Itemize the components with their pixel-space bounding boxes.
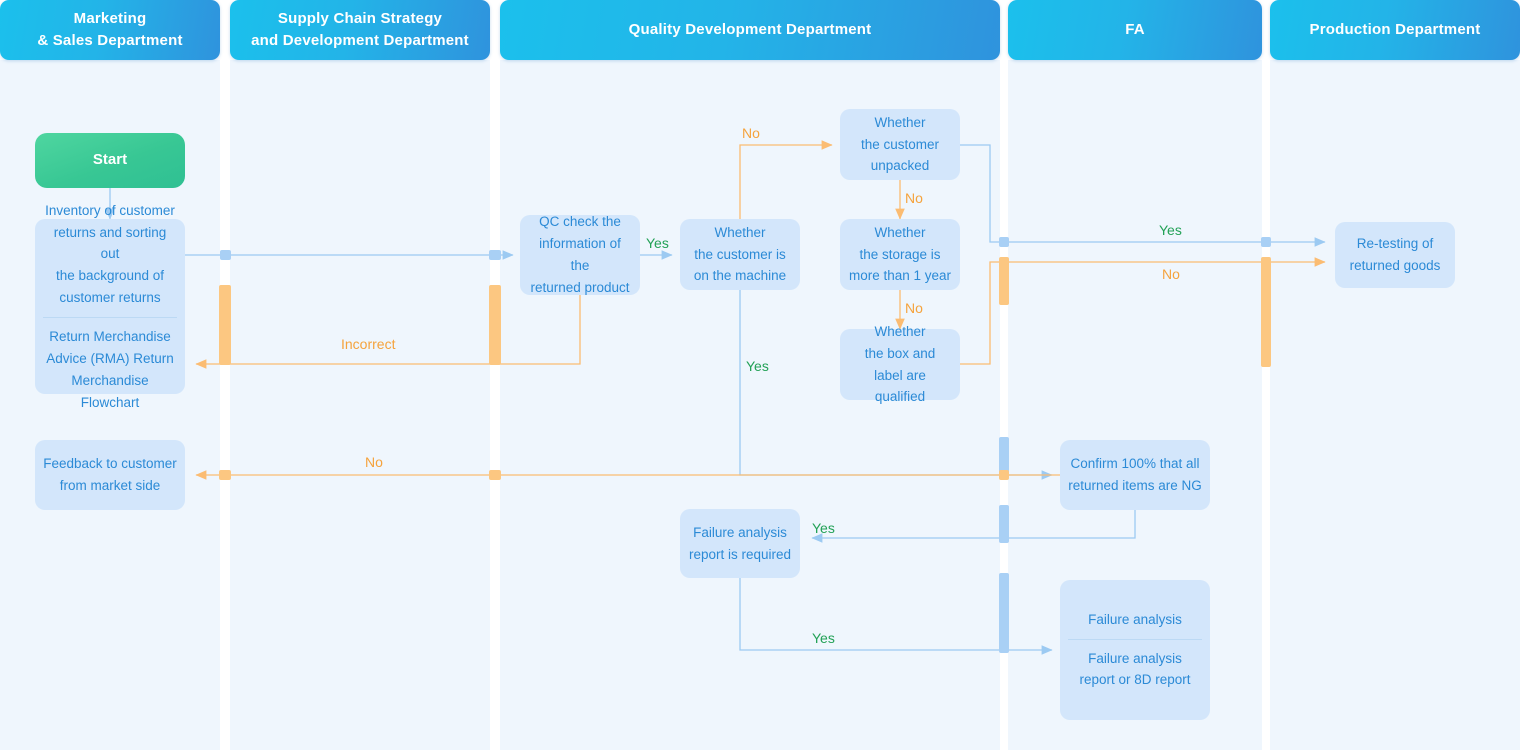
lane-header-marketing-line1: Marketing xyxy=(73,10,147,28)
node-rma-line2: Advice (RMA) Return xyxy=(46,350,174,366)
node-onmachine-line1: Whether xyxy=(714,224,766,240)
node-failure-analysis-label: Failure analysis xyxy=(1088,611,1182,627)
node-inventory-and-rma[interactable]: Inventory of customer returns and sortin… xyxy=(35,203,185,410)
node-farrequired-line1: Failure analysis xyxy=(693,524,787,540)
node-boxlabel-line3: label are qualified xyxy=(874,367,926,405)
edge-label-feedback-no: No xyxy=(365,454,383,470)
node-unpacked-line1: Whether xyxy=(874,114,926,130)
lane-header-quality: Quality Development Department xyxy=(500,0,1000,60)
node-inventory[interactable]: Inventory of customer returns and sortin… xyxy=(43,192,177,317)
edge-label-fa-yes: Yes xyxy=(812,630,835,646)
node-storage-line3: more than 1 year xyxy=(848,268,952,284)
node-whether-box-and-label-qualified[interactable]: Whether the box and label are qualified xyxy=(840,324,960,404)
node-confirmng-line1: Confirm 100% that all xyxy=(1070,456,1200,472)
node-inventory-line2: returns and sorting out xyxy=(53,224,167,262)
lane-header-marketing-line2: & Sales Department xyxy=(37,32,183,49)
node-failure-analysis[interactable]: Failure analysis xyxy=(1068,601,1202,639)
edge-label-far-yes: Yes xyxy=(812,520,835,536)
node-start-label: Start xyxy=(92,151,128,169)
node-confirmng-line2: returned items are NG xyxy=(1068,478,1202,493)
node-rma-line1: Return Merchandise xyxy=(49,328,171,344)
node-storage-line2: the storage is xyxy=(859,246,941,262)
node-unpacked-line2: the customer xyxy=(860,136,940,152)
node-unpacked-line3: unpacked xyxy=(870,158,930,174)
bridge-blue-inventory-qc-2 xyxy=(489,250,501,260)
edge-label-incorrect: Incorrect xyxy=(341,336,396,352)
bridge-blue-unpacked-retest-2 xyxy=(1261,237,1271,247)
bridge-blue-onmachine-confirm xyxy=(999,437,1009,475)
node-boxlabel-line2: the box and xyxy=(864,345,936,361)
node-fareport-line2: report or 8D report xyxy=(1079,672,1191,688)
node-confirm-100-percent-ng[interactable]: Confirm 100% that all returned items are… xyxy=(1060,440,1210,510)
lane-header-fa: FA xyxy=(1008,0,1262,60)
node-failure-analysis-report[interactable]: Failure analysis report or 8D report xyxy=(1068,638,1202,700)
lane-header-quality-label: Quality Development Department xyxy=(628,21,872,39)
node-rma-line3: Merchandise Flowchart xyxy=(71,372,149,410)
node-qc-line3: returned product xyxy=(530,279,630,295)
edge-label-unpacked-no: No xyxy=(905,190,923,206)
lane-header-supply-line2: and Development Department xyxy=(251,32,469,49)
lane-header-marketing: Marketing & Sales Department xyxy=(0,0,220,60)
bridge-orange-storage-retest xyxy=(999,257,1009,305)
node-whether-customer-unpacked[interactable]: Whether the customer unpacked xyxy=(840,109,960,180)
node-whether-storage-more-than-1-year[interactable]: Whether the storage is more than 1 year xyxy=(840,219,960,290)
node-failure-analysis-report-required[interactable]: Failure analysis report is required xyxy=(680,509,800,578)
node-retesting-line2: returned goods xyxy=(1349,258,1441,273)
node-inventory-line3: the background of xyxy=(55,268,165,284)
lane-header-supply-line1: Supply Chain Strategy xyxy=(277,10,443,28)
bridge-orange-no-feedback-right xyxy=(999,470,1009,480)
edge-label-onmachine-yes: Yes xyxy=(746,358,769,374)
edge-label-onmachine-no: No xyxy=(742,125,760,141)
edge-label-storage-no: No xyxy=(905,300,923,316)
node-boxlabel-line1: Whether xyxy=(874,323,926,339)
lane-body-production xyxy=(1270,60,1520,750)
bridge-blue-far-fa xyxy=(999,573,1009,653)
node-onmachine-line2: the customer is xyxy=(694,246,786,262)
node-feedback-line2: from market side xyxy=(59,478,161,493)
node-retesting-line1: Re-testing of xyxy=(1356,236,1434,252)
edge-label-retest-no: No xyxy=(1162,266,1180,282)
lane-header-production: Production Department xyxy=(1270,0,1520,60)
node-inventory-line4: customer returns xyxy=(59,290,161,306)
node-rma[interactable]: Return Merchandise Advice (RMA) Return M… xyxy=(43,316,177,421)
node-inventory-line1: Inventory of customer xyxy=(45,202,175,218)
node-retesting-returned-goods[interactable]: Re-testing of returned goods xyxy=(1335,222,1455,288)
edge-label-retest-yes: Yes xyxy=(1159,222,1182,238)
bridge-orange-no-feedback-left xyxy=(219,470,231,480)
bridge-orange-storage-retest-2 xyxy=(1261,257,1271,367)
node-farrequired-line2: report is required xyxy=(688,546,792,562)
lane-header-fa-label: FA xyxy=(1125,21,1145,39)
bridge-orange-no-feedback-mid xyxy=(489,470,501,480)
node-failure-analysis-group[interactable]: Failure analysis Failure analysis report… xyxy=(1060,580,1210,720)
node-qc-line2: information of the xyxy=(539,236,621,273)
bridge-blue-inventory-qc xyxy=(220,250,231,260)
node-qc-line1: QC check the xyxy=(539,214,621,230)
bridge-orange-incorrect-left xyxy=(219,285,231,365)
lane-body-supply-chain xyxy=(230,60,490,750)
bridge-blue-confirm-far xyxy=(999,505,1009,543)
node-storage-line1: Whether xyxy=(874,224,926,240)
node-onmachine-line3: on the machine xyxy=(693,268,787,284)
edge-label-qc-yes: Yes xyxy=(646,235,669,251)
node-feedback-line1: Feedback to customer xyxy=(43,456,177,472)
lane-header-production-label: Production Department xyxy=(1309,21,1481,39)
node-qc-check[interactable]: QC check the information of the returned… xyxy=(520,214,640,295)
lane-header-supply-chain: Supply Chain Strategy and Development De… xyxy=(230,0,490,60)
node-start[interactable]: Start xyxy=(35,133,185,188)
node-whether-customer-on-machine[interactable]: Whether the customer is on the machine xyxy=(680,219,800,290)
bridge-orange-incorrect-right xyxy=(489,285,501,365)
node-fareport-line1: Failure analysis xyxy=(1088,650,1182,666)
node-feedback-to-customer[interactable]: Feedback to customer from market side xyxy=(35,440,185,510)
bridge-blue-unpacked-retest xyxy=(999,237,1009,247)
